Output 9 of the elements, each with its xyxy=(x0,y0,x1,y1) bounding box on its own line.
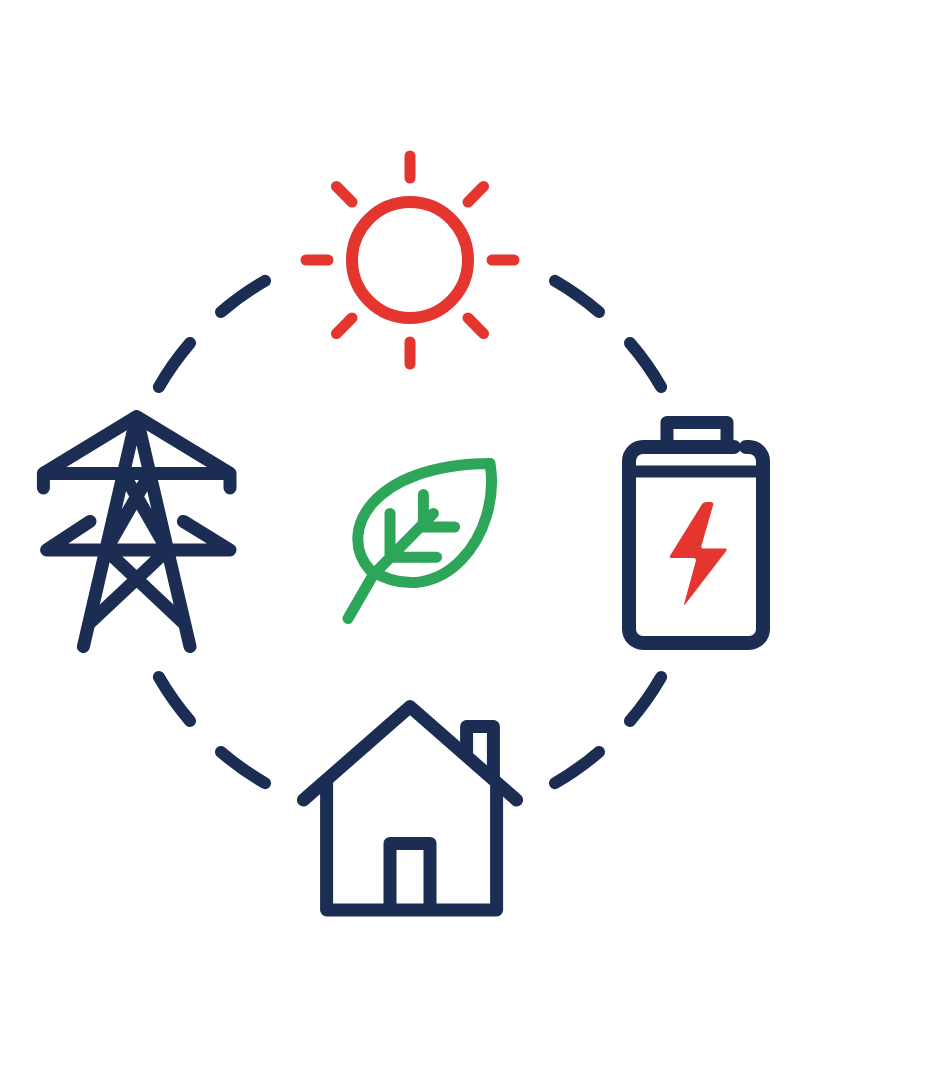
dashed-arc xyxy=(549,671,668,790)
sun-icon xyxy=(300,150,520,370)
dashed-arc xyxy=(152,274,271,393)
dashed-arc xyxy=(152,671,271,790)
battery-icon xyxy=(622,415,770,650)
leaf-icon xyxy=(342,457,498,625)
house-icon xyxy=(296,700,524,917)
dashed-arc xyxy=(549,274,668,393)
pylon-icon xyxy=(36,410,237,654)
